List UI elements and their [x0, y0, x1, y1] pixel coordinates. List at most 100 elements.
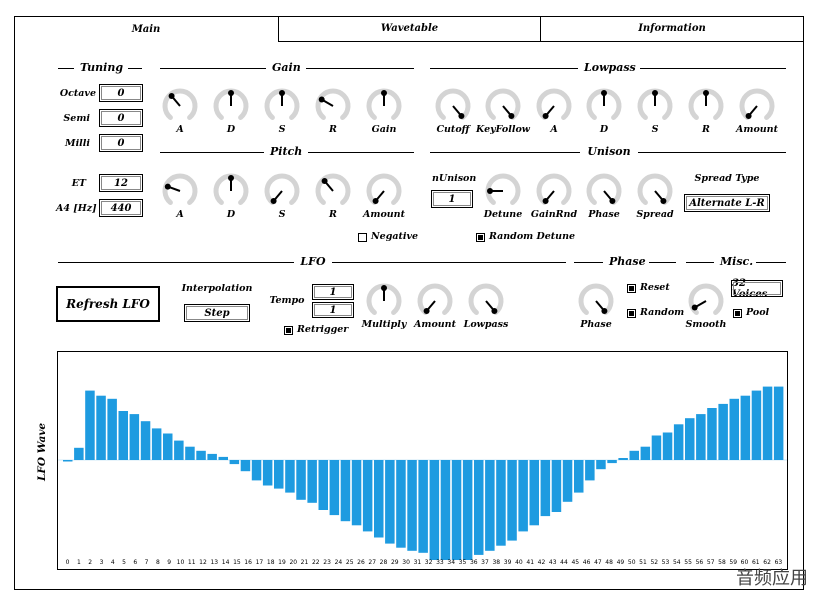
refresh-lfo-button[interactable]: Refresh LFO: [56, 286, 160, 322]
wave-bar[interactable]: [507, 460, 517, 541]
et-field[interactable]: 12: [99, 174, 143, 192]
wave-bar[interactable]: [540, 460, 551, 517]
wave-bar[interactable]: [407, 460, 417, 551]
wave-bar[interactable]: [74, 447, 84, 460]
random-detune-checkbox[interactable]: [476, 233, 485, 242]
wave-bar[interactable]: [129, 414, 140, 460]
wave-bar[interactable]: [762, 386, 773, 460]
lowpass-knob-d[interactable]: [586, 88, 622, 124]
wave-bar[interactable]: [696, 414, 706, 460]
wave-bar[interactable]: [374, 460, 384, 538]
milli-field[interactable]: 0: [99, 134, 143, 152]
spread-type-select[interactable]: Alternate L-R: [684, 194, 770, 212]
gain-knob-r[interactable]: [315, 88, 351, 124]
wave-bar[interactable]: [429, 460, 440, 560]
unison-knob-phase[interactable]: [586, 173, 622, 209]
wave-bar[interactable]: [140, 421, 151, 460]
wave-bar[interactable]: [174, 440, 184, 460]
retrigger-checkbox[interactable]: [284, 326, 293, 335]
negative-checkbox[interactable]: [358, 233, 367, 242]
wave-bar[interactable]: [596, 460, 606, 470]
wave-bar[interactable]: [629, 450, 640, 460]
lfo-knob-multiply[interactable]: [366, 283, 402, 319]
wave-bar[interactable]: [351, 460, 362, 526]
wave-bar[interactable]: [451, 460, 462, 560]
tab-wavetable[interactable]: Wavetable: [279, 16, 541, 42]
tempo-denominator-field[interactable]: 1: [312, 302, 354, 318]
unison-knob-gainrnd[interactable]: [536, 173, 572, 209]
lowpass-knob-s[interactable]: [637, 88, 673, 124]
wave-bar[interactable]: [773, 386, 784, 460]
tab-main[interactable]: Main: [14, 16, 279, 42]
wave-bar[interactable]: [729, 398, 740, 460]
phase-knob-phase[interactable]: [578, 283, 614, 319]
wave-bar[interactable]: [474, 460, 484, 555]
wave-bar[interactable]: [240, 460, 251, 472]
wave-bar[interactable]: [96, 395, 106, 460]
tab-information[interactable]: Information: [541, 16, 804, 42]
wave-bar[interactable]: [196, 450, 206, 460]
lowpass-knob-keyfollow[interactable]: [485, 88, 521, 124]
wave-bar[interactable]: [740, 395, 751, 460]
pool-checkbox[interactable]: [733, 309, 742, 318]
wave-bar[interactable]: [63, 460, 73, 462]
semi-field[interactable]: 0: [99, 109, 143, 127]
wave-bar[interactable]: [751, 390, 762, 460]
wave-bar[interactable]: [607, 460, 617, 464]
wave-bar[interactable]: [340, 460, 351, 522]
wave-bar[interactable]: [651, 435, 662, 461]
wave-bar[interactable]: [574, 460, 584, 493]
wave-bar[interactable]: [229, 460, 240, 465]
random-checkbox[interactable]: [627, 309, 636, 318]
wave-bar[interactable]: [707, 408, 717, 460]
wave-bar[interactable]: [562, 460, 573, 502]
pitch-knob-amount[interactable]: [366, 173, 402, 209]
lowpass-knob-amount[interactable]: [739, 88, 775, 124]
unison-knob-spread[interactable]: [637, 173, 673, 209]
voices-select[interactable]: 32 Voices: [731, 278, 783, 300]
gain-knob-a[interactable]: [162, 88, 198, 124]
wave-bar[interactable]: [107, 398, 117, 460]
pitch-knob-r[interactable]: [315, 173, 351, 209]
lowpass-knob-a[interactable]: [536, 88, 572, 124]
lowpass-knob-cutoff[interactable]: [435, 88, 471, 124]
wave-bar[interactable]: [262, 460, 273, 486]
wave-bar[interactable]: [251, 460, 262, 481]
wave-bar[interactable]: [118, 411, 129, 460]
wave-bar[interactable]: [640, 446, 651, 460]
a4-field[interactable]: 440: [99, 199, 143, 217]
gain-knob-gain[interactable]: [366, 88, 402, 124]
tempo-numerator-field[interactable]: 1: [312, 284, 354, 300]
nunison-field[interactable]: 1: [431, 190, 473, 208]
wave-bar[interactable]: [518, 460, 528, 532]
pitch-knob-a[interactable]: [162, 173, 198, 209]
wave-bar[interactable]: [362, 460, 373, 532]
octave-field[interactable]: 0: [99, 84, 143, 102]
lfo-knob-lowpass[interactable]: [468, 283, 504, 319]
wave-bar[interactable]: [673, 424, 684, 460]
wave-bar[interactable]: [285, 460, 295, 493]
unison-knob-detune[interactable]: [485, 173, 521, 209]
wave-bar[interactable]: [462, 460, 473, 560]
wave-bar[interactable]: [718, 403, 728, 460]
wave-bar[interactable]: [296, 460, 306, 500]
wave-bar[interactable]: [274, 460, 284, 489]
wave-bar[interactable]: [163, 433, 173, 461]
lfo-knob-amount[interactable]: [417, 283, 453, 319]
gain-knob-s[interactable]: [264, 88, 300, 124]
pitch-knob-s[interactable]: [264, 173, 300, 209]
wave-bar[interactable]: [440, 460, 451, 560]
wave-bar[interactable]: [685, 418, 695, 460]
reset-checkbox[interactable]: [627, 284, 636, 293]
wave-bar[interactable]: [329, 460, 340, 516]
wave-bar[interactable]: [485, 460, 495, 551]
wave-bar[interactable]: [207, 453, 217, 460]
wave-bar[interactable]: [585, 460, 595, 481]
wave-bar[interactable]: [662, 432, 673, 461]
misc-knob-smooth[interactable]: [688, 283, 724, 319]
gain-knob-d[interactable]: [213, 88, 249, 124]
wave-bar[interactable]: [551, 460, 562, 512]
pitch-knob-d[interactable]: [213, 173, 249, 209]
wave-bar[interactable]: [185, 446, 195, 460]
wave-bar[interactable]: [385, 460, 395, 544]
